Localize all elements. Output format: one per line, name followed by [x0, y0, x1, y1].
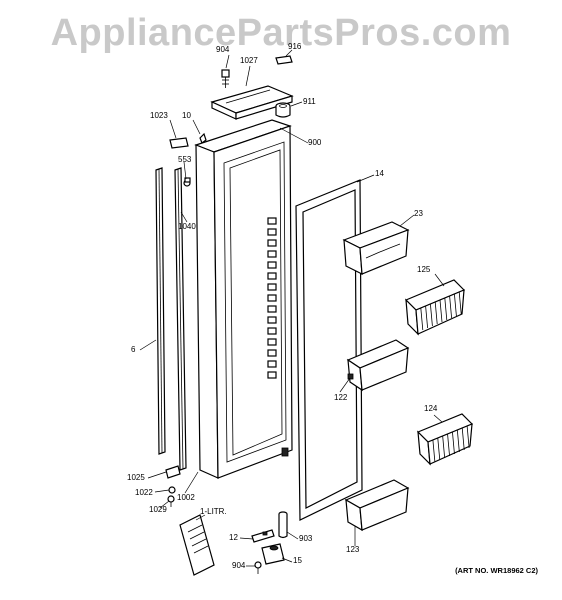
part-123-bin [344, 479, 410, 532]
part-124-basket [416, 413, 474, 466]
callout-label: 10 [182, 111, 191, 120]
part-903-pin [278, 511, 288, 539]
basket-wire [439, 299, 443, 323]
shelf-support-nub [267, 272, 277, 280]
basket-wire [449, 295, 452, 319]
shelf-support-nub [267, 349, 277, 357]
callout-label: 904 [216, 45, 230, 54]
leader-lines [139, 49, 445, 567]
shelf-support-nub [267, 261, 277, 269]
basket-wire [458, 291, 462, 315]
shelf-support-nub [267, 250, 277, 258]
callout-label: 911 [303, 97, 316, 106]
shelf-support-nub [267, 239, 277, 247]
shelf-support-nub [267, 327, 277, 335]
basket-wire [461, 427, 465, 451]
callout-label: 23 [414, 209, 423, 218]
part-122-bin [346, 339, 410, 392]
part-14-gasket [295, 179, 363, 521]
part-1029-screw [167, 495, 175, 507]
callout-label: 1023 [150, 111, 168, 120]
callout-label: 123 [346, 545, 360, 554]
basket-wire [444, 297, 448, 321]
callout-label: 12 [229, 533, 238, 542]
shelf-support-nub [267, 294, 277, 302]
art-number: (ART NO. WR18962 C2) [455, 566, 538, 575]
shelf-support-nub [267, 283, 277, 291]
shelf-support-nub [267, 360, 277, 368]
part-10 [199, 132, 207, 144]
basket-wire [442, 435, 446, 459]
callout-label: 14 [375, 169, 384, 178]
callout-label: 1002 [177, 493, 195, 502]
shelf-support-nub [267, 371, 277, 379]
callout-label: 6 [131, 345, 136, 354]
callout-label: 1022 [135, 488, 153, 497]
basket-wire [452, 431, 455, 455]
callout-label: 916 [288, 42, 302, 51]
callout-label: 15 [293, 556, 302, 565]
part-15-hinge [261, 543, 285, 565]
basket-wire [447, 433, 450, 457]
callout-label: 122 [334, 393, 348, 402]
callout-label: 553 [178, 155, 192, 164]
part-23-bin [342, 221, 410, 276]
basket-wire [456, 429, 460, 453]
part-1023-clip [169, 137, 189, 149]
part-1040-rail [174, 167, 187, 471]
part-1025-clip [165, 465, 181, 479]
shelf-support-nub [267, 316, 277, 324]
basket-wire [454, 293, 457, 317]
shelf-support-nub [267, 228, 277, 236]
part-literature-booklet [179, 514, 215, 576]
part-904-top-screw [221, 69, 230, 88]
basket-wire [432, 439, 436, 463]
basket-wire [425, 305, 428, 329]
callout-label: 1-LITR. [200, 507, 227, 516]
callout-label: 124 [424, 404, 438, 413]
part-900-door [194, 119, 293, 479]
callout-label: 1029 [149, 505, 167, 514]
part-904-bottom-screw [254, 561, 262, 574]
callout-label: 904 [232, 561, 246, 570]
basket-wire [466, 425, 470, 449]
basket-wire [430, 303, 433, 327]
callout-label: 125 [417, 265, 431, 274]
basket-wire [420, 307, 424, 331]
part-6-strip [155, 167, 166, 455]
callout-label: 1040 [178, 222, 196, 231]
part-911-bushing [275, 102, 291, 118]
part-1027-top-cap [210, 85, 294, 120]
basket-wire [437, 437, 441, 461]
shelf-support-nub [267, 217, 277, 225]
part-553 [183, 177, 191, 187]
watermark: AppliancePartsPros.com [50, 12, 512, 54]
callout-label: 900 [308, 138, 322, 147]
part-125-basket [404, 279, 466, 336]
callout-label: 1025 [127, 473, 145, 482]
part-916-clip [275, 55, 293, 65]
part-12-plate [251, 529, 275, 543]
basket-wire [434, 301, 438, 325]
callout-label: 1027 [240, 56, 258, 65]
callout-label: 903 [299, 534, 313, 543]
shelf-support-nub [267, 305, 277, 313]
part-1022-screw [168, 486, 176, 494]
shelf-support-nub [267, 338, 277, 346]
